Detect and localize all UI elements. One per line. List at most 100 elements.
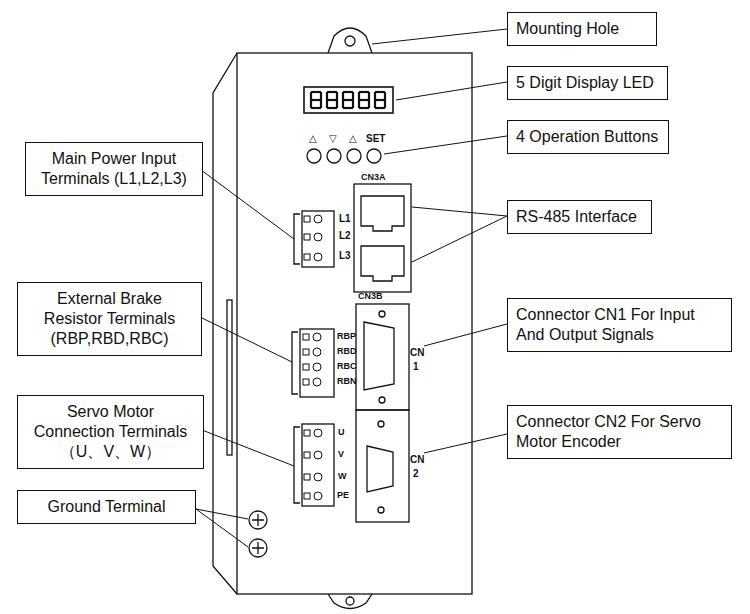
terminal-label: △ <box>349 134 357 144</box>
digit-segment <box>327 91 337 93</box>
leader-lines <box>196 29 507 547</box>
mounting-hole <box>346 597 354 605</box>
terminal-label: 1 <box>413 362 419 372</box>
callout-text: Mounting Hole <box>516 19 619 39</box>
callout-box: Connector CN1 For Input And Output Signa… <box>507 298 732 352</box>
terminal-label: PE <box>337 491 349 500</box>
terminal-slot <box>303 364 309 370</box>
digit-segment <box>320 92 322 100</box>
digit-segment <box>375 107 385 109</box>
callout-box: Connector CN2 For Servo Motor Encoder <box>507 405 732 459</box>
connector-screw <box>379 311 385 317</box>
digit-segment <box>327 99 337 101</box>
leader-line <box>202 430 294 466</box>
digit-segment <box>311 91 321 93</box>
mounting-ear <box>328 594 372 609</box>
terminal-screw <box>313 378 321 386</box>
digit-segment <box>374 100 376 108</box>
terminal-label: U <box>338 428 345 437</box>
callout-box: 5 Digit Display LED <box>507 66 668 100</box>
rj45-port <box>361 196 404 231</box>
callout-box: External Brake Resistor Terminals (RBP,R… <box>17 282 202 356</box>
terminal-label: CN <box>410 455 424 465</box>
terminal-label: W <box>338 472 347 481</box>
digit-segment <box>358 100 360 108</box>
terminal-screw <box>314 473 322 481</box>
terminal-screw <box>314 215 322 223</box>
terminal-screw <box>314 429 322 437</box>
callout-box: Servo Motor Connection Terminals （U、V、W） <box>17 395 204 469</box>
terminal-screw <box>314 233 322 241</box>
terminal-label: RBP <box>337 332 356 341</box>
leader-line <box>372 29 507 44</box>
digit-segment <box>336 100 338 108</box>
terminal-label: CN3B <box>358 292 383 301</box>
digit-segment <box>342 92 344 100</box>
terminal-screw <box>313 348 321 356</box>
terminal-label: L2 <box>339 231 351 241</box>
callout-box: RS-485 Interface <box>507 200 652 234</box>
terminal-slot <box>304 493 310 499</box>
digit-segment <box>320 100 322 108</box>
leader-line <box>396 82 507 100</box>
mounting-hole <box>345 36 355 46</box>
leader-line <box>200 317 292 362</box>
terminal-slot <box>304 234 310 240</box>
terminal-label: RBN <box>337 377 357 386</box>
led-display <box>304 87 393 113</box>
terminal-screw <box>314 253 322 261</box>
digit-segment <box>375 99 385 101</box>
digit-segment <box>310 100 312 108</box>
operation-button <box>367 149 381 163</box>
operation-button <box>307 149 321 163</box>
terminal-slot <box>303 334 309 340</box>
dsub-connector <box>367 446 393 492</box>
terminal-screw <box>313 333 321 341</box>
cn1-housing <box>356 304 409 410</box>
terminal-label: L1 <box>339 214 351 224</box>
digit-segment <box>359 91 369 93</box>
rs485-housing <box>354 184 411 292</box>
callout-text: 4 Operation Buttons <box>516 127 658 147</box>
rj45-port <box>361 246 404 281</box>
digit-segment <box>359 107 369 109</box>
motor-terminal-block <box>302 424 334 506</box>
terminal-label: SET <box>366 134 385 144</box>
bracket <box>294 214 300 264</box>
digit-segment <box>343 91 353 93</box>
digit-segment <box>384 100 386 108</box>
terminal-label: CN3A <box>361 173 386 182</box>
terminal-screw <box>314 451 322 459</box>
cn2-housing <box>356 410 409 522</box>
terminal-slot <box>303 349 309 355</box>
callout-text: Connector CN2 For Servo Motor Encoder <box>516 412 723 452</box>
leader-line <box>384 136 507 154</box>
digit-segment <box>343 99 353 101</box>
digit-segment <box>336 92 338 100</box>
callout-box: Mounting Hole <box>507 12 657 46</box>
side-slot <box>227 300 232 455</box>
terminal-slot <box>303 379 309 385</box>
leader-line <box>424 434 507 453</box>
callout-text: External Brake Resistor Terminals (RBP,R… <box>26 289 193 349</box>
digit-segment <box>352 100 354 108</box>
housing-front <box>237 53 472 594</box>
mounting-ear <box>328 28 372 53</box>
terminal-label: RBC <box>337 362 357 371</box>
digit-segment <box>311 107 321 109</box>
leader-line <box>201 170 294 239</box>
terminal-slot <box>304 474 310 480</box>
callout-text: Main Power Input Terminals (L1,L2,L3) <box>34 149 194 189</box>
terminal-slot <box>304 452 310 458</box>
callout-box: 4 Operation Buttons <box>507 120 669 154</box>
brake-terminal-block <box>300 329 334 397</box>
terminal-screw <box>313 363 321 371</box>
terminal-label: L3 <box>339 251 351 261</box>
operation-button <box>347 149 361 163</box>
digit-segment <box>375 91 385 93</box>
digit-segment <box>368 92 370 100</box>
terminal-slot <box>304 430 310 436</box>
digit-segment <box>374 92 376 100</box>
terminal-slot <box>304 254 310 260</box>
digit-segment <box>311 99 321 101</box>
